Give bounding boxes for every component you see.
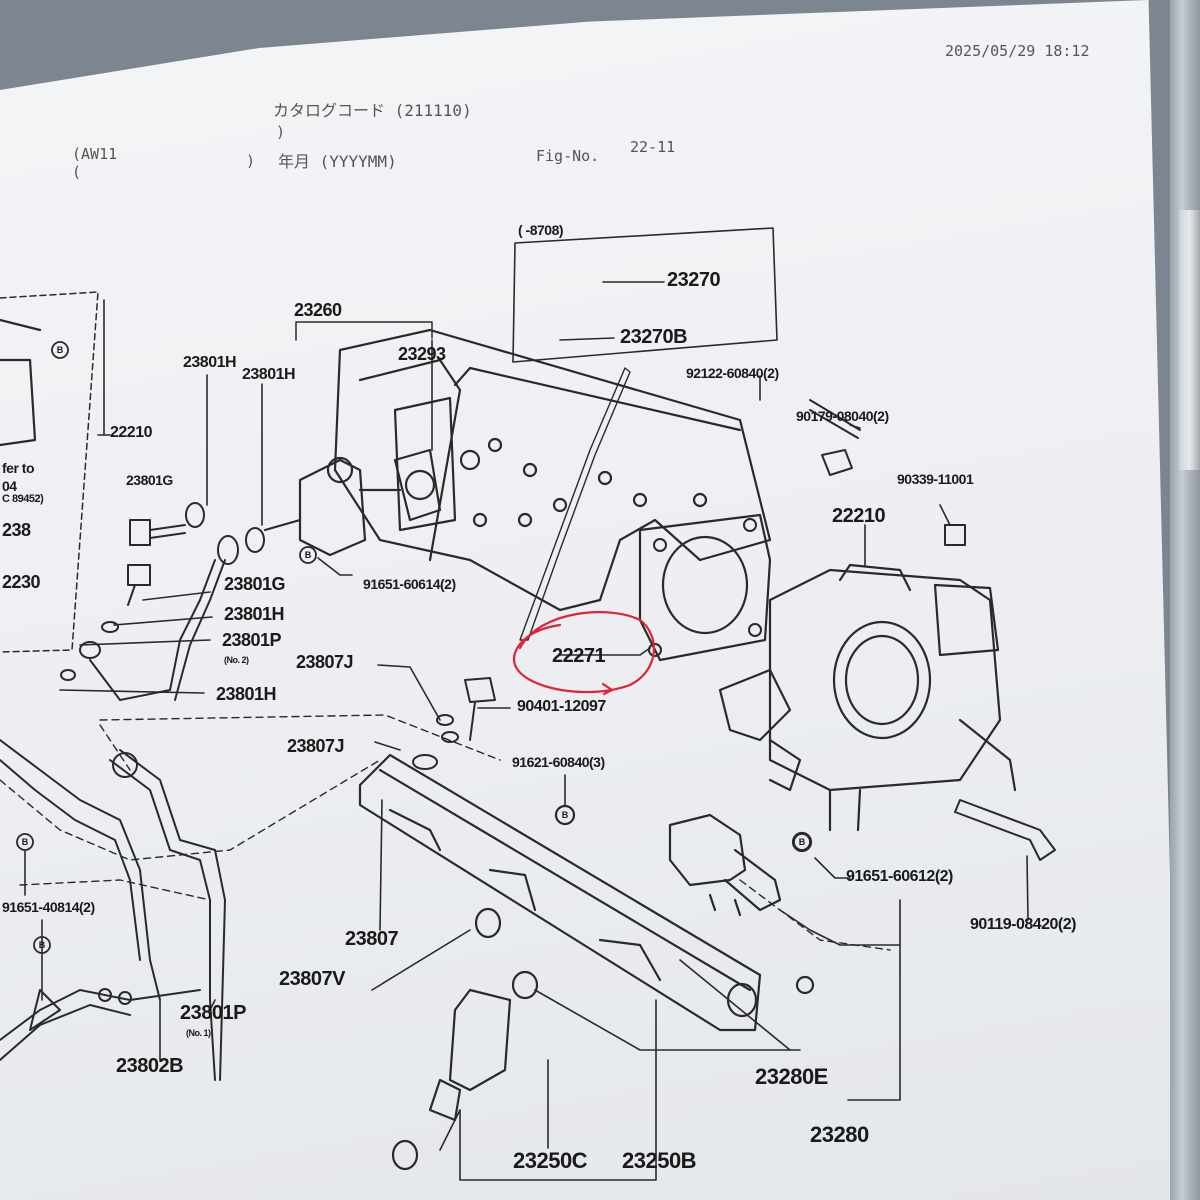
print-timestamp: 2025/05/29 18:12 xyxy=(945,42,1090,60)
no2-note: (No. 2) xyxy=(224,655,249,665)
callout-22210-left: 22210 xyxy=(110,424,153,441)
model-code-close: ) xyxy=(246,152,256,170)
callout-23260: 23260 xyxy=(294,300,342,320)
callout-91651-60612: 91651-60612(2) xyxy=(846,868,953,885)
refer-note-2: 04 xyxy=(2,478,17,494)
callout-23801H: 23801H xyxy=(216,684,277,704)
callout-22210-right: 22210 xyxy=(832,505,886,527)
svg-text:B: B xyxy=(799,837,806,847)
catalog-code-paren: ) xyxy=(276,123,286,141)
callout-23801H: 23801H xyxy=(242,366,296,383)
callout-23801H: 23801H xyxy=(224,604,285,624)
callout-91621-60840: 91621-60840(3) xyxy=(512,754,605,770)
callout-23807J: 23807J xyxy=(287,736,345,756)
callout-91651-60614: 91651-60614(2) xyxy=(363,576,456,592)
svg-text:B: B xyxy=(57,345,64,355)
fig-number: 22-11 xyxy=(630,138,676,156)
svg-text:B: B xyxy=(305,550,312,560)
date-label: 年月 (YYYYMM) xyxy=(278,152,397,171)
callout-23270: 23270 xyxy=(667,269,721,291)
callout-23807V: 23807V xyxy=(279,968,345,990)
svg-text:B: B xyxy=(22,837,29,847)
model-code: (AW11 xyxy=(72,145,118,163)
model-code-paren: ( xyxy=(72,163,82,181)
callout-23801G: 23801G xyxy=(126,472,173,488)
callout-23250C: 23250C xyxy=(513,1148,588,1173)
callout-238: 238 xyxy=(2,520,31,540)
callout-23807: 23807 xyxy=(345,928,399,950)
callout-23293: 23293 xyxy=(398,344,446,364)
svg-text:B: B xyxy=(39,940,46,950)
no1-note: (No. 1) xyxy=(186,1028,211,1038)
callout-23270B: 23270B xyxy=(620,326,688,348)
plastic-sleeve xyxy=(1178,210,1200,470)
callout-23250B: 23250B xyxy=(622,1148,697,1173)
callout-23801G: 23801G xyxy=(224,574,286,594)
refer-note: fer to xyxy=(2,460,35,476)
callout-22271: 22271 xyxy=(552,645,606,667)
fig-label: Fig-No. xyxy=(536,147,600,165)
callout-2230: 2230 xyxy=(2,572,41,592)
callout-23280E: 23280E xyxy=(755,1064,828,1089)
callout-92122-60840: 92122-60840(2) xyxy=(686,365,779,381)
callout-23802B: 23802B xyxy=(116,1055,184,1077)
catalog-code-label: カタログコード (211110) xyxy=(273,101,472,120)
highlight-circle xyxy=(512,611,655,696)
callout-90119-08420: 90119-08420(2) xyxy=(970,916,1076,933)
page-edge-shadow xyxy=(1170,0,1200,1200)
callout-23807J: 23807J xyxy=(296,652,354,672)
refer-note-3: C 89452) xyxy=(2,493,44,505)
callout-23280: 23280 xyxy=(810,1122,869,1147)
callout-23801H: 23801H xyxy=(183,354,237,371)
callout-90401-12097: 90401-12097 xyxy=(517,698,606,715)
svg-text:B: B xyxy=(562,810,569,820)
inset-period: ( -8708) xyxy=(518,222,564,238)
callout-90339-11001: 90339-11001 xyxy=(897,471,974,487)
callout-90179-08040: 90179-08040(2) xyxy=(796,408,889,424)
callout-23801P-no1: 23801P xyxy=(180,1002,246,1024)
callout-23801P-no2: 23801P xyxy=(222,630,282,650)
callout-91651-40814: 91651-40814(2) xyxy=(2,899,95,915)
